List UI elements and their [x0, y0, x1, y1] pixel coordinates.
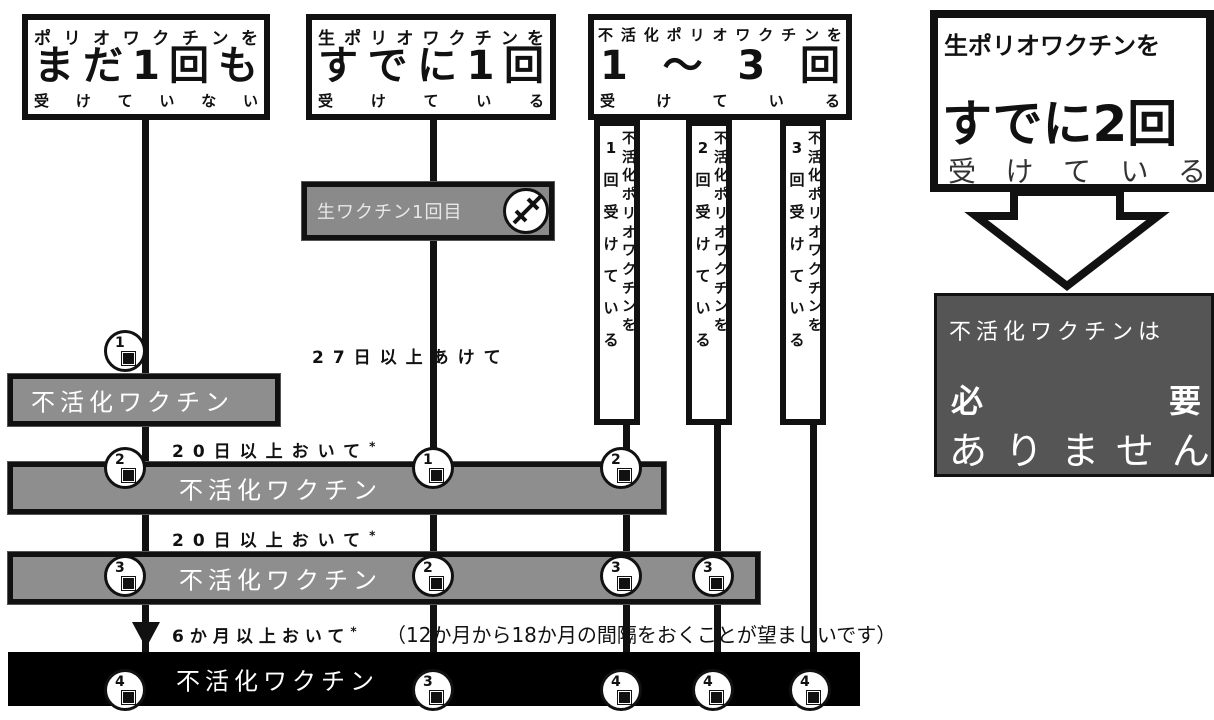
big-down-arrow-icon	[962, 186, 1172, 294]
right-panel-live-twice: 生ポリオワクチンを すでに2回 受けている	[930, 10, 1214, 192]
interval-label-20days-b: 20日以上おいて*	[172, 528, 385, 551]
vaccine-icon	[709, 690, 724, 705]
dose-badge-2: 2	[104, 447, 146, 489]
right-panel-line2: すでに2回	[942, 95, 1178, 153]
header-line1: ポリオワクチンを	[34, 29, 258, 49]
dose-badge-2: 2	[600, 447, 642, 489]
vaccine-icon	[617, 690, 632, 705]
dose-badge-4: 4	[789, 669, 831, 711]
vaccine-icon	[121, 690, 136, 705]
dose-badge-1: 1	[412, 447, 454, 489]
dose-badge-4: 4	[692, 669, 734, 711]
vaccine-bar-dose1: 不活化ワクチン	[7, 373, 281, 427]
asterisk: *	[369, 528, 385, 543]
vaccine-icon	[121, 576, 136, 591]
dose-badge-3: 3	[692, 555, 734, 597]
asterisk: *	[350, 624, 363, 639]
right-panel-line3: 受けている	[948, 155, 1206, 188]
vaccine-icon	[617, 576, 632, 591]
vaccine-bar-label: 不活化ワクチン	[179, 566, 382, 595]
vaccine-bar-label: 不活化ワクチン	[176, 667, 379, 696]
header-line3: 受けている	[318, 92, 544, 110]
vaccine-icon	[121, 468, 136, 483]
down-arrow-icon	[132, 622, 160, 648]
subcolumn-text: 不活化ポリオワクチンを	[808, 131, 822, 335]
header-line1: 不活化ポリオワクチンを	[598, 26, 842, 44]
live-vaccine-label: 生ワクチン1回目	[317, 202, 463, 223]
not-required-line2-left: 必	[951, 382, 984, 420]
vaccine-icon	[709, 576, 724, 591]
right-panel-line1: 生ポリオワクチンを	[944, 32, 1160, 60]
connector-line-sub2	[714, 420, 721, 670]
vaccine-icon	[617, 468, 632, 483]
interval-label-20days-a: 20日以上おいて*	[172, 439, 385, 462]
dose-badge-3: 3	[600, 555, 642, 597]
asterisk: *	[369, 439, 385, 454]
right-panel-not-required: 不活化ワクチンは 必 要 ありません	[934, 293, 1214, 477]
dose-badge-3: 3	[104, 555, 146, 597]
dose-badge-2: 2	[412, 555, 454, 597]
vaccine-icon	[429, 690, 444, 705]
not-required-line1: 不活化ワクチンは	[949, 320, 1166, 345]
connector-line-sub3	[810, 420, 817, 670]
interval-label-27days: 27日以上あけて	[312, 348, 510, 368]
subcolumn-text: 不活化ポリオワクチンを	[622, 131, 636, 335]
dose-badge-1: 1	[104, 330, 146, 372]
dose-badge-3: 3	[412, 669, 454, 711]
subcolumn-text: 不活化ポリオワクチンを	[714, 131, 728, 335]
vaccine-icon	[429, 576, 444, 591]
header-line3: 受けていない	[34, 92, 258, 110]
interval-note: （12か月から18か月の間隔をおくことが望ましいです）	[386, 623, 897, 647]
dose-badge-4: 4	[600, 669, 642, 711]
connector-line-col2	[430, 118, 437, 663]
vaccine-bar-label: 不活化ワクチン	[31, 388, 234, 417]
dose-badge-4: 4	[104, 669, 146, 711]
vaccine-icon	[121, 351, 136, 366]
interval-label-6months: 6か月以上おいて*	[172, 624, 363, 647]
vaccine-bar-label: 不活化ワクチン	[179, 476, 382, 505]
syringe-icon	[503, 188, 549, 234]
connector-line-sub1	[623, 420, 630, 670]
live-vaccine-bar: 生ワクチン1回目	[301, 181, 555, 241]
header-line3: 受けている	[600, 92, 840, 110]
vaccine-icon	[806, 690, 821, 705]
not-required-line2-right: 要	[1169, 382, 1202, 420]
vaccine-icon	[429, 468, 444, 483]
not-required-line3: ありません	[949, 429, 1214, 473]
header-line1: 生ポリオワクチンを	[318, 29, 544, 49]
